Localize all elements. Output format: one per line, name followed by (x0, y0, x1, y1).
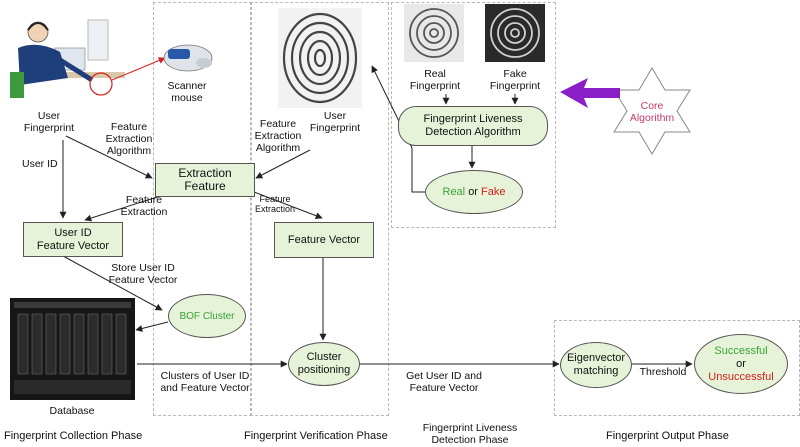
collection-region (153, 2, 252, 416)
database-label: Database (49, 405, 95, 417)
bof-cluster-label: BOF Cluster (179, 310, 235, 322)
real-fingerprint-image (404, 4, 464, 62)
bof-cluster-node: BOF Cluster (168, 294, 246, 338)
cluster-positioning-label: Cluster positioning (297, 351, 351, 376)
fake-fingerprint-label: Fake Fingerprint (489, 68, 541, 92)
user-fingerprint-label: User Fingerprint (23, 110, 75, 134)
real-or-fake-node: Real or Fake (425, 170, 523, 214)
feature-extraction-algorithm-label-1: Feature Extraction Algorithm (105, 121, 153, 157)
core-algorithm-arrow (560, 78, 620, 108)
threshold-label: Threshold (639, 366, 687, 378)
user-id-label: User ID (22, 158, 58, 170)
get-user-id-label: Get User ID and Feature Vector (406, 370, 482, 394)
phase-collection: Fingerprint Collection Phase (4, 430, 143, 442)
scanner-mouse-illustration (163, 44, 213, 72)
liveness-region (391, 2, 556, 228)
feature-extraction-label-1: Feature Extraction (120, 194, 168, 218)
fingerprint-image (278, 8, 362, 108)
fake-fingerprint-image (485, 4, 545, 62)
eigenvector-matching-node: Eigenvector matching (560, 342, 632, 388)
phase-output: Fingerprint Output Phase (606, 430, 729, 442)
cluster-positioning-node: Cluster positioning (288, 342, 360, 386)
clusters-label: Clusters of User ID and Feature Vector (160, 370, 250, 394)
feature-extraction-algorithm-label-2: Feature Extraction Algorithm (254, 118, 302, 154)
verification-region (250, 2, 389, 416)
successful-word: Successful (714, 344, 768, 357)
or-word-2: or (736, 357, 746, 370)
database-server-image (10, 298, 135, 400)
store-user-id-label: Store User ID Feature Vector (108, 262, 178, 286)
algorithm-word: Algorithm (629, 112, 675, 124)
extraction-feature-box: Extraction Feature (155, 163, 255, 197)
core-word: Core (640, 100, 664, 112)
user-id-feature-vector-box: User ID Feature Vector (23, 222, 123, 257)
outcome-node: Successful or Unsuccessful (694, 334, 788, 394)
fake-word: Fake (481, 185, 506, 198)
phase-liveness: Fingerprint Liveness Detection Phase (422, 422, 518, 446)
feature-vector-box: Feature Vector (274, 222, 374, 258)
or-word: or (468, 185, 478, 198)
user-computer-illustration (10, 19, 166, 98)
liveness-algorithm-box: Fingerprint Liveness Detection Algorithm (398, 106, 548, 146)
phase-verification: Fingerprint Verification Phase (244, 430, 388, 442)
feature-extraction-label-2: Feature Extraction (254, 194, 296, 214)
real-fingerprint-label: Real Fingerprint (409, 68, 461, 92)
core-algorithm-label: Core Algorithm (622, 100, 682, 124)
real-word: Real (442, 185, 466, 198)
eigenvector-matching-label: Eigenvector matching (566, 352, 626, 377)
unsuccessful-word: Unsuccessful (708, 370, 774, 383)
scanner-mouse-label: Scanner mouse (167, 80, 207, 104)
user-fingerprint-label-2: User Fingerprint (309, 110, 361, 134)
